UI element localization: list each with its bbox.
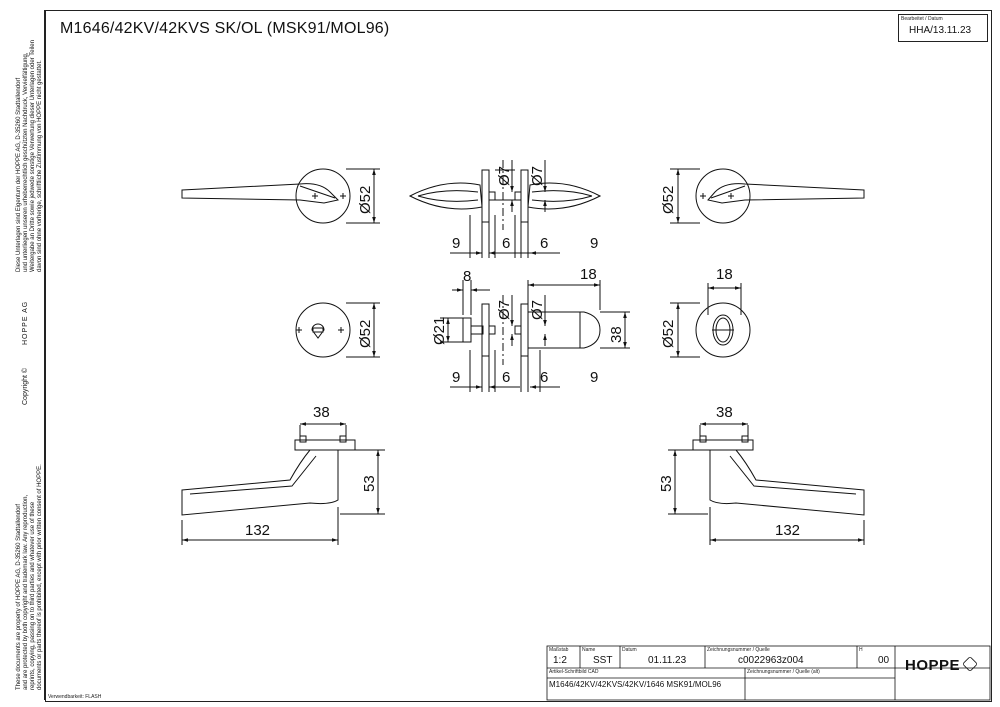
dimension-rose-right [670, 168, 700, 224]
dim-text-thickness-2: 9 [590, 235, 598, 252]
tb-value-article: M1646/42KV/42KVS/42KV/1646 MSK91/MOL96 [549, 680, 722, 689]
dimension-side-row1 [450, 160, 560, 258]
dim-text-spindle-4: Ø7 [529, 300, 546, 320]
turn-side-view-left [462, 303, 496, 357]
lever-rose-left-front [181, 168, 351, 224]
hoppe-logo-icon [962, 656, 978, 672]
dimension-side-row2 [440, 280, 630, 392]
lever-side-view-left [408, 169, 496, 223]
header-box: Bearbeitet / Datum HHA/13.11.23 [898, 14, 988, 42]
dim-text-rose-3: Ø52 [357, 320, 374, 348]
tb-label-drawing-old: Zeichnungsnummer / Quelle (alt) [747, 669, 820, 675]
dim-text-thickness-4: 9 [590, 369, 598, 386]
title-block [546, 645, 991, 701]
dim-text-rose-2: Ø52 [660, 186, 677, 214]
dim-text-turn-height: 38 [608, 326, 625, 343]
tb-label-h: H [859, 647, 863, 653]
dim-text-knob-width: 8 [463, 268, 471, 285]
dim-text-gap-3: 6 [502, 369, 510, 386]
dim-text-turn-width-1: 18 [580, 266, 597, 283]
header-box-value: HHA/13.11.23 [909, 25, 972, 36]
indicator-rose-front-right [695, 302, 751, 358]
dim-text-screw-2: 38 [716, 404, 733, 421]
dim-text-turn-width-2: 18 [716, 266, 733, 283]
dim-text-height-2: 53 [658, 475, 675, 492]
tb-label-name: Name [582, 647, 596, 653]
dim-text-thickness-3: 9 [452, 369, 460, 386]
hoppe-logo: HOPPE [905, 656, 978, 674]
turn-rose-front-left [295, 302, 351, 358]
tb-value-h: 00 [878, 655, 890, 666]
dim-text-spindle-3: Ø7 [496, 300, 513, 320]
dim-text-thickness-1: 9 [452, 235, 460, 252]
drawing-title: M1646/42KV/42KVS SK/OL (MSK91/MOL96) [60, 20, 390, 37]
dim-text-gap-4: 6 [540, 369, 548, 386]
dim-text-gap-2: 6 [540, 235, 548, 252]
dim-text-length-1: 132 [245, 522, 270, 539]
header-box-label: Bearbeitet / Datum [901, 16, 943, 22]
tb-label-drawing-number: Zeichnungsnummer / Quelle [707, 647, 770, 653]
lever-top-view-right [668, 422, 865, 545]
side-margin [12, 10, 45, 700]
dim-text-length-2: 132 [775, 522, 800, 539]
dim-text-knob-diameter: Ø21 [431, 317, 448, 345]
dim-text-height-1: 53 [361, 475, 378, 492]
footer-note: Verwendbarkeit: FLASH [48, 694, 102, 700]
tb-value-name: SST [593, 655, 613, 666]
dimension-rose-row2-left [346, 302, 380, 358]
lever-side-view-right [502, 160, 602, 230]
turn-side-view-right [502, 295, 601, 365]
dimension-rose-left [346, 168, 380, 224]
lever-rose-right-front [695, 168, 865, 224]
dim-text-rose-1: Ø52 [357, 186, 374, 214]
tb-label-scale: Maßstab [549, 647, 569, 653]
tb-label-date: Datum [622, 647, 637, 653]
dim-text-rose-4: Ø52 [660, 320, 677, 348]
dim-text-screw-1: 38 [313, 404, 330, 421]
tb-value-date: 01.11.23 [648, 655, 687, 666]
tb-value-scale: 1:2 [553, 655, 567, 666]
dimension-rose-row2-right [670, 283, 742, 358]
tb-label-article: Artikel-Schriftbild CAD [549, 669, 599, 675]
dim-text-gap-1: 6 [502, 235, 510, 252]
drawing-frame [45, 10, 992, 702]
lever-top-view-left [181, 422, 385, 545]
tb-value-drawing-number: c0022963z004 [738, 655, 804, 666]
hoppe-logo-text: HOPPE [905, 657, 961, 674]
dim-text-spindle-2: Ø7 [529, 166, 546, 186]
dim-text-spindle-1: Ø7 [496, 166, 513, 186]
